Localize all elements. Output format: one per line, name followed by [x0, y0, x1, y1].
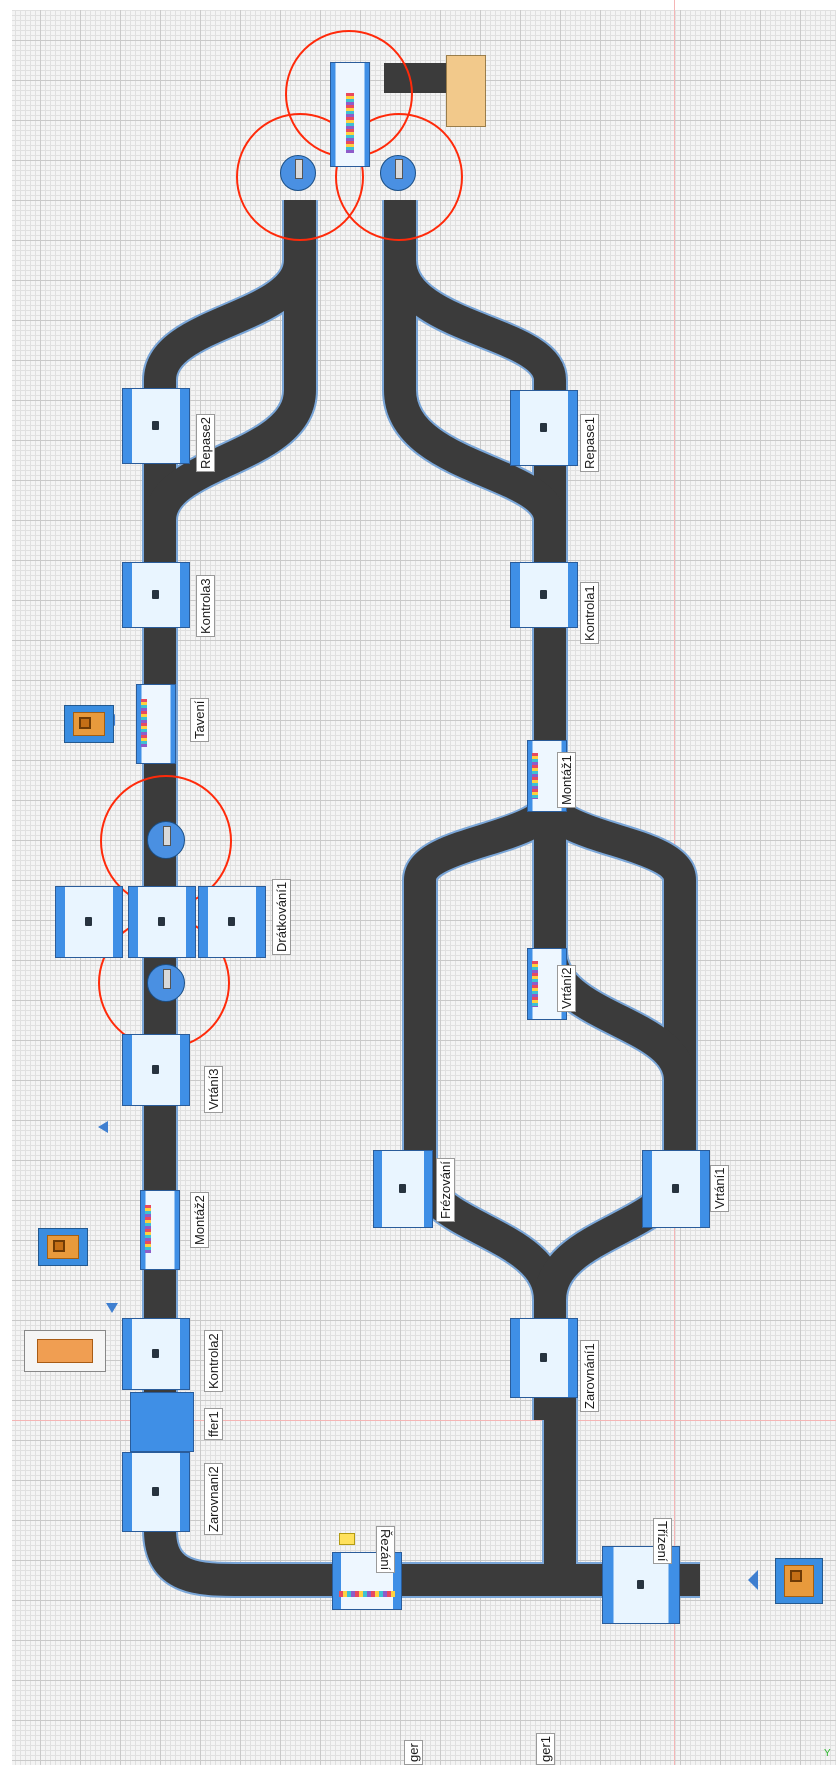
station-frezovani[interactable] — [373, 1150, 433, 1228]
y-axis-indicator: Y — [824, 1748, 831, 1759]
station-kontrola1[interactable] — [510, 562, 578, 628]
station-frezovani-label: Frézování — [436, 1158, 455, 1222]
station-vrtani1-label: Vrtání1 — [710, 1165, 729, 1212]
station-vrtani3-label: Vrtání3 — [204, 1066, 223, 1113]
robot-right[interactable] — [380, 155, 416, 191]
station-zarovnani1-label: Zarovnání1 — [580, 1340, 599, 1412]
station-kontrola2[interactable] — [122, 1318, 190, 1390]
station-montaz2[interactable] — [140, 1190, 180, 1270]
source-taveni[interactable] — [64, 705, 114, 743]
station-montaz1-label: Montáž1 — [557, 752, 576, 808]
station-vrtani3[interactable] — [122, 1034, 190, 1106]
station-repase1-label: Repase1 — [580, 414, 599, 472]
station-taveni[interactable] — [136, 684, 176, 764]
station-kontrola2-label: Kontrola2 — [204, 1330, 223, 1392]
station-rezani-label: Řezání — [376, 1526, 395, 1573]
partial-label-ger: ger — [404, 1740, 423, 1765]
partial-label-ger1: ger1 — [536, 1733, 555, 1765]
station-repase2-label: Repase2 — [196, 414, 215, 472]
source-montaz2[interactable] — [38, 1228, 88, 1266]
pallet-output[interactable] — [446, 55, 486, 127]
station-buffer1-label: ffer1 — [204, 1408, 223, 1440]
station-kontrola3[interactable] — [122, 562, 190, 628]
station-zarovnani1[interactable] — [510, 1318, 578, 1398]
source-kontrola2[interactable] — [24, 1330, 106, 1372]
station-montaz2-label: Montáž2 — [190, 1192, 209, 1248]
robot-lower-mid[interactable] — [147, 964, 185, 1002]
robot-left[interactable] — [280, 155, 316, 191]
station-buffer1[interactable] — [130, 1392, 194, 1452]
assembly-station-top[interactable] — [330, 62, 370, 167]
station-dratkovani1-a[interactable] — [55, 886, 123, 958]
station-kontrola1-label: Kontrola1 — [580, 582, 599, 644]
robot-upper-mid[interactable] — [147, 821, 185, 859]
station-dratkovani1-c[interactable] — [198, 886, 266, 958]
station-repase1[interactable] — [510, 390, 578, 466]
station-zarovnani2[interactable] — [122, 1452, 190, 1532]
source-trizeni[interactable] — [775, 1558, 823, 1604]
station-dratkovani1-b[interactable] — [128, 886, 196, 958]
station-kontrola3-label: Kontrola3 — [196, 575, 215, 637]
station-repase2[interactable] — [122, 388, 190, 464]
station-zarovnani2-label: Zarovnaní2 — [204, 1463, 223, 1535]
station-trizeni-label: Třízení — [653, 1518, 672, 1564]
station-taveni-label: Tavení — [190, 698, 209, 742]
station-dratkovani1-label: Drátkování1 — [272, 879, 291, 955]
station-vrtani2-label: Vrtání2 — [557, 965, 576, 1012]
station-vrtani1[interactable] — [642, 1150, 710, 1228]
